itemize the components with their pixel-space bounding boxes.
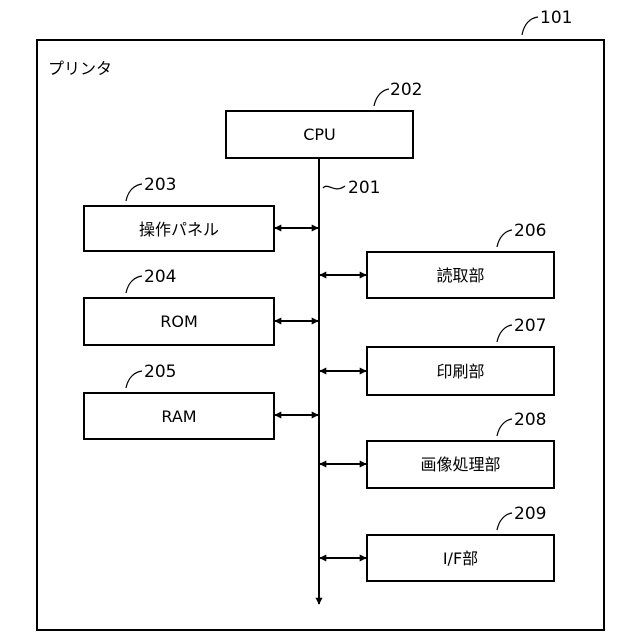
rom-ref: 204: [144, 267, 176, 287]
interface-label: I/F部: [443, 549, 478, 568]
ram-label: RAM: [161, 407, 196, 426]
print-unit-ref: 207: [514, 316, 546, 336]
reader-ref: 206: [514, 221, 546, 241]
image-processing-label: 画像処理部: [420, 455, 500, 474]
operation-panel-ref: 203: [144, 175, 176, 195]
ram-ref: 205: [144, 362, 176, 382]
print-unit-label: 印刷部: [436, 362, 484, 381]
bus-ref: 201: [348, 178, 380, 198]
cpu-label: CPU: [303, 125, 336, 144]
printer-ref-leader: [522, 17, 538, 35]
operation-panel-label: 操作パネル: [139, 220, 219, 239]
printer-title: プリンタ: [48, 59, 112, 78]
image-processing-ref: 208: [514, 410, 546, 430]
printer-ref: 101: [540, 8, 572, 28]
cpu-ref: 202: [390, 80, 422, 100]
reader-label: 読取部: [436, 266, 484, 285]
interface-ref: 209: [514, 504, 546, 524]
rom-label: ROM: [160, 312, 198, 331]
